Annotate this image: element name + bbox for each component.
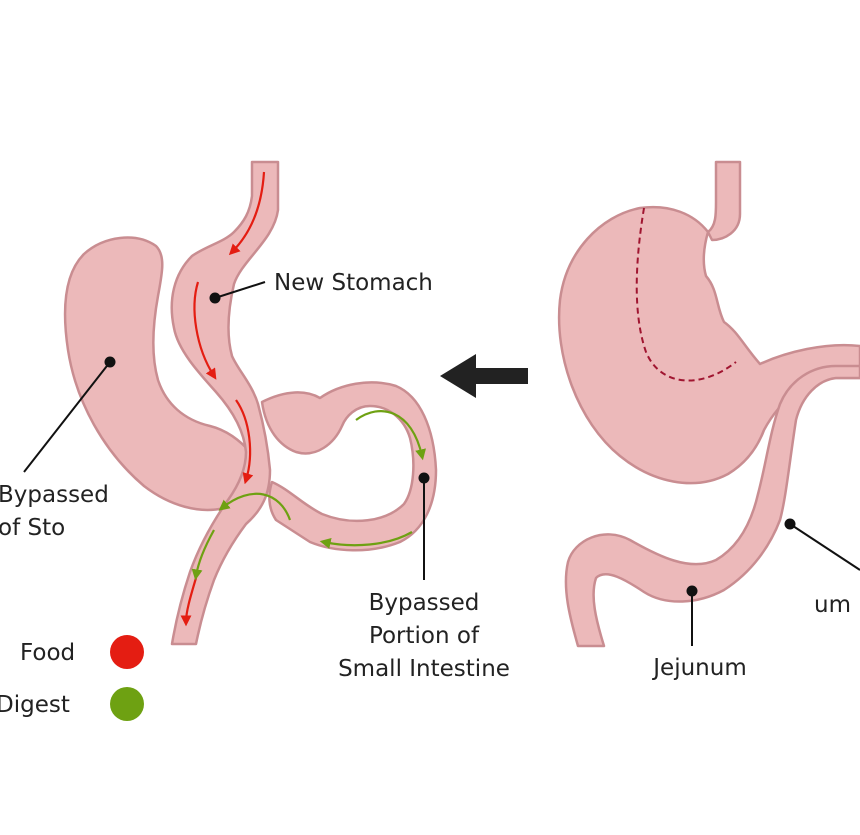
digestive-arrow-1 bbox=[355, 410, 426, 461]
duodenum-label: um bbox=[814, 592, 851, 618]
normal-stomach bbox=[557, 205, 860, 485]
digestive-arrow-2 bbox=[319, 531, 413, 549]
legend: Food Digest bbox=[0, 635, 144, 721]
food-arrow-3 bbox=[235, 399, 254, 485]
new-stomach-label: New Stomach bbox=[274, 270, 433, 296]
bypassed-intestine-loop bbox=[260, 381, 438, 552]
bypassed-intestine-dot bbox=[418, 472, 430, 484]
bypassed-intestine-label-line3: Small Intestine bbox=[338, 656, 510, 682]
direction-arrow bbox=[440, 354, 528, 398]
legend-digestive-label: Digest bbox=[0, 692, 70, 718]
digestive-arrow-4 bbox=[191, 529, 215, 581]
bypassed-intestine-label-line1: Bypassed bbox=[369, 590, 480, 616]
new-stomach-dot bbox=[209, 292, 221, 304]
jejunum-label: Jejunum bbox=[651, 655, 746, 681]
food-arrow-4 bbox=[180, 577, 198, 627]
legend-food-swatch bbox=[110, 635, 144, 669]
jejunum-dot bbox=[686, 585, 698, 597]
bypassed-stomach-label-line2: of Sto bbox=[0, 515, 65, 541]
bypass-illustration: New Stomach Bypassed of Sto Bypassed Por… bbox=[0, 160, 510, 682]
bypassed-intestine-label-line2: Portion of bbox=[369, 623, 480, 649]
new-stomach-pointer bbox=[214, 281, 266, 299]
normal-intestine bbox=[564, 364, 860, 648]
food-arrow-1 bbox=[228, 171, 266, 256]
duodenum-pointer bbox=[789, 523, 860, 571]
bypassed-stomach-pointer bbox=[23, 361, 111, 473]
bypassed-stomach-label-line1: Bypassed bbox=[0, 482, 109, 508]
normal-stomach-illustration: Jejunum um bbox=[557, 160, 860, 681]
esophagus-right bbox=[706, 160, 742, 242]
legend-digestive-swatch bbox=[110, 687, 144, 721]
digestive-arrow-3 bbox=[218, 492, 292, 521]
staple-line bbox=[635, 207, 737, 382]
legend-food-label: Food bbox=[20, 640, 75, 666]
food-arrow-2 bbox=[193, 281, 217, 380]
bypassed-stomach-dot bbox=[104, 356, 116, 368]
duodenum-dot bbox=[784, 518, 796, 530]
bypassed-stomach bbox=[63, 236, 254, 512]
